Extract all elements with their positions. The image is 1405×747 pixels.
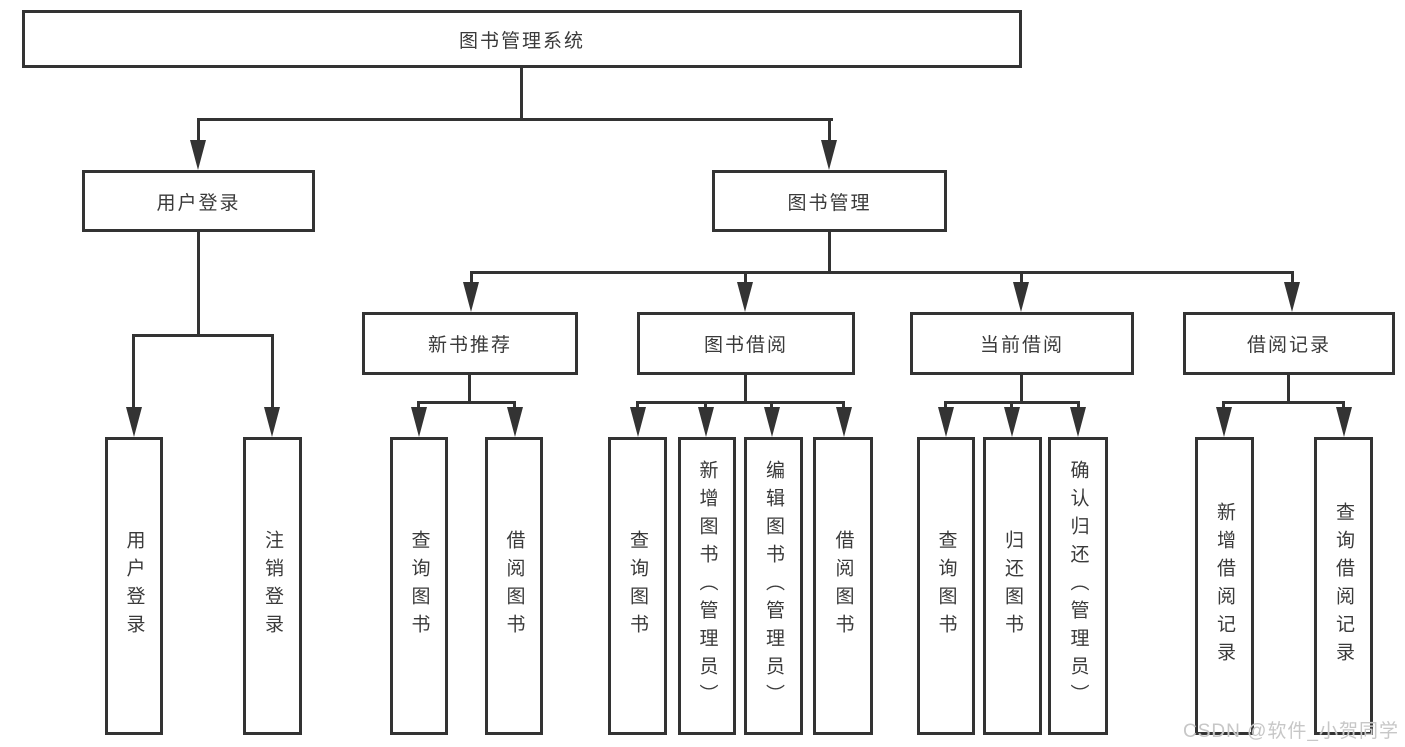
node-root: 图书管理系统: [22, 10, 1022, 68]
connector-root-rail: [197, 118, 833, 121]
connector-new-book-stem: [468, 375, 471, 404]
leaf-add-book-admin: 新增图书（管理员）: [678, 437, 736, 735]
leaf-edit-book-admin: 编辑图书（管理员）: [744, 437, 803, 735]
arrowhead-icon: [1004, 407, 1020, 437]
csdn-watermark: CSDN @软件_小贺同学: [1183, 721, 1399, 742]
arrowhead-icon: [836, 407, 852, 437]
arrowhead-icon: [190, 140, 206, 170]
connector-book-mgmt-stub-2: [744, 271, 747, 287]
connector-book-mgmt-rail: [470, 271, 1294, 274]
connector-user-login-stem: [197, 232, 200, 336]
arrowhead-icon: [463, 282, 479, 312]
arrowhead-icon: [737, 282, 753, 312]
arrowhead-icon: [938, 407, 954, 437]
leaf-borrow-book: 借阅图书: [813, 437, 873, 735]
node-book-management: 图书管理: [712, 170, 947, 232]
connector-borrow-stem: [744, 375, 747, 404]
leaf-add-borrow-record: 新增借阅记录: [1195, 437, 1254, 735]
arrowhead-icon: [507, 407, 523, 437]
leaf-query-book-recommend: 查询图书: [390, 437, 448, 735]
arrowhead-icon: [1284, 282, 1300, 312]
arrowhead-icon: [630, 407, 646, 437]
arrowhead-icon: [698, 407, 714, 437]
leaf-user-login: 用户登录: [105, 437, 163, 735]
leaf-borrow-book-recommend: 借阅图书: [485, 437, 543, 735]
leaf-confirm-return-admin: 确认归还（管理员）: [1048, 437, 1108, 735]
connector-user-login-stub-left: [132, 334, 135, 410]
connector-book-mgmt-stem: [828, 232, 831, 273]
arrowhead-icon: [764, 407, 780, 437]
connector-record-stem: [1287, 375, 1290, 404]
node-borrow-records: 借阅记录: [1183, 312, 1395, 375]
node-new-book-recommend: 新书推荐: [362, 312, 578, 375]
connector-user-login-stub-right: [271, 334, 274, 410]
arrowhead-icon: [1070, 407, 1086, 437]
arrowhead-icon: [1216, 407, 1232, 437]
connector-book-mgmt-stub-3: [1020, 271, 1023, 287]
leaf-query-book-current: 查询图书: [917, 437, 975, 735]
arrowhead-icon: [411, 407, 427, 437]
connector-book-mgmt-stub-4: [1291, 271, 1294, 287]
arrowhead-icon: [821, 140, 837, 170]
node-current-borrow: 当前借阅: [910, 312, 1134, 375]
leaf-query-borrow-record: 查询借阅记录: [1314, 437, 1373, 735]
connector-root-stub-right: [828, 118, 831, 148]
connector-root-stem: [520, 68, 523, 120]
connector-user-login-rail: [132, 334, 274, 337]
leaf-return-book: 归还图书: [983, 437, 1042, 735]
node-user-login: 用户登录: [82, 170, 315, 232]
arrowhead-icon: [1013, 282, 1029, 312]
connector-borrow-rail: [636, 401, 845, 404]
arrowhead-icon: [264, 407, 280, 437]
leaf-query-book-borrow: 查询图书: [608, 437, 667, 735]
node-book-borrow: 图书借阅: [637, 312, 855, 375]
connector-root-stub-left: [197, 118, 200, 148]
leaf-logout: 注销登录: [243, 437, 302, 735]
connector-record-rail: [1222, 401, 1345, 404]
arrowhead-icon: [1336, 407, 1352, 437]
connector-current-stem: [1020, 375, 1023, 404]
connector-book-mgmt-stub-1: [470, 271, 473, 287]
arrowhead-icon: [126, 407, 142, 437]
connector-new-book-rail: [417, 401, 516, 404]
